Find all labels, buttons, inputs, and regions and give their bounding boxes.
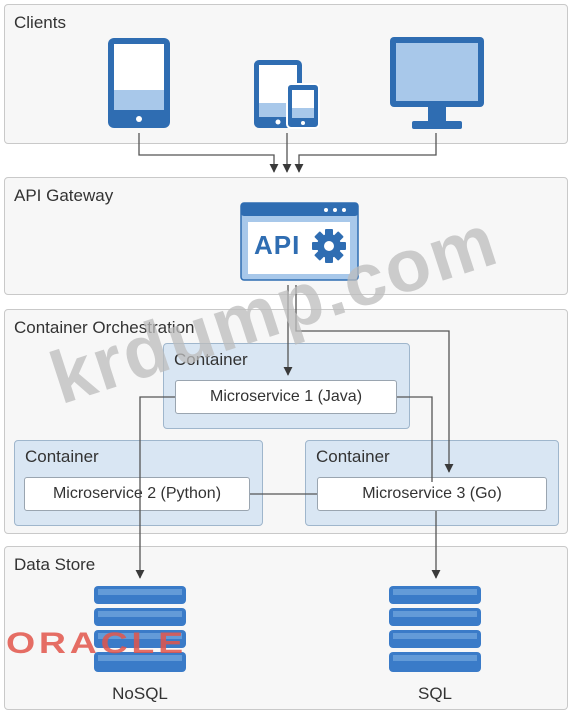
phone-tablet-icon (254, 60, 320, 129)
microservice-java: Microservice 1 (Java) (175, 380, 397, 414)
container-label: Container (316, 447, 390, 466)
api-gateway-title: API Gateway (14, 186, 114, 205)
gear-icon (312, 229, 346, 263)
clients-title: Clients (14, 13, 66, 32)
desktop-icon (390, 37, 484, 129)
datastore-section: Data Store (4, 546, 568, 710)
orchestration-title: Container Orchestration (14, 318, 195, 337)
database-icon-nosql (94, 586, 186, 672)
container-label: Container (25, 447, 99, 466)
database-icon-sql (389, 586, 481, 672)
microservice-go: Microservice 3 (Go) (317, 477, 547, 511)
sql-label: SQL (417, 684, 453, 703)
microservice-python: Microservice 2 (Python) (24, 477, 250, 511)
api-label: API (254, 230, 301, 260)
datastore-title: Data Store (14, 555, 96, 574)
nosql-label: NoSQL (112, 684, 168, 703)
container-label: Container (174, 350, 248, 369)
tablet-icon (108, 38, 170, 128)
oracle-logo: ORACLE (6, 627, 187, 660)
